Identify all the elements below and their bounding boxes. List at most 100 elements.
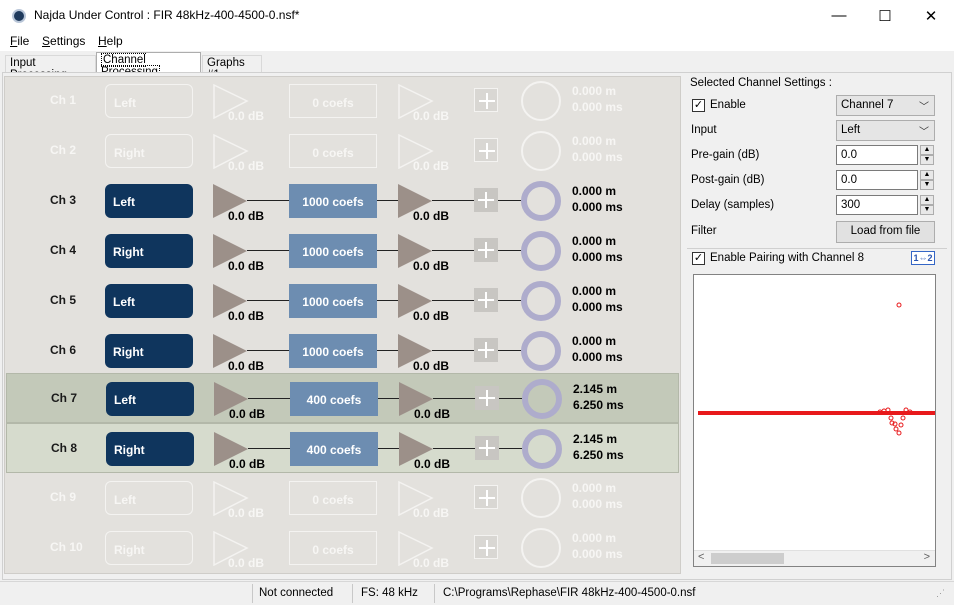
spin-up-icon[interactable]: ▲	[920, 145, 934, 155]
signal-line	[378, 448, 399, 449]
channel-input-button[interactable]: Right	[105, 134, 193, 168]
mix-add-icon[interactable]	[475, 436, 499, 460]
spin-down-icon[interactable]: ▼	[920, 180, 934, 190]
fir-filter-button[interactable]: 400 coefs	[290, 382, 378, 416]
postgain-amp-icon[interactable]	[398, 284, 432, 318]
postgain-value: 0.0 dB	[414, 407, 451, 421]
pregain-amp-icon[interactable]	[213, 334, 247, 368]
fir-filter-button[interactable]: 1000 coefs	[289, 234, 377, 268]
pairing-link-icon[interactable]: 1⇔2	[911, 251, 935, 265]
fir-filter-button[interactable]: 0 coefs	[289, 481, 377, 515]
signal-line	[378, 398, 399, 399]
filter-label: Filter	[691, 225, 717, 237]
pregain-amp-icon[interactable]	[213, 284, 247, 318]
channel-input-button[interactable]: Left	[106, 382, 194, 416]
maximize-button[interactable]: ☐	[878, 7, 892, 25]
pregain-spinner[interactable]: ▲▼	[920, 145, 934, 165]
channel-input-button[interactable]: Left	[105, 84, 193, 118]
signal-line	[377, 350, 398, 351]
mix-add-icon[interactable]	[475, 386, 499, 410]
fir-filter-button[interactable]: 0 coefs	[289, 531, 377, 565]
spin-up-icon[interactable]: ▲	[920, 195, 934, 205]
output-ring-icon[interactable]	[521, 181, 561, 221]
postgain-input[interactable]: 0.0	[836, 170, 918, 190]
spin-down-icon[interactable]: ▼	[920, 155, 934, 165]
scroll-thumb[interactable]	[711, 553, 784, 564]
channel-select[interactable]: Channel 7﹀	[836, 95, 935, 116]
menu-settings[interactable]: Settings	[42, 34, 85, 48]
delay-spinner[interactable]: ▲▼	[920, 195, 934, 215]
resize-grip-icon[interactable]: ⋰	[936, 588, 945, 598]
postgain-spinner[interactable]: ▲▼	[920, 170, 934, 190]
fir-filter-button[interactable]: 1000 coefs	[289, 184, 377, 218]
delay-input[interactable]: 300	[836, 195, 918, 215]
tab-channel-processing[interactable]: Channel Processing	[96, 52, 201, 79]
fir-filter-button[interactable]: 400 coefs	[290, 432, 378, 466]
tab-input-processing[interactable]: Input Processing	[5, 55, 96, 81]
enable-checkbox[interactable]: ✓	[692, 99, 705, 112]
channel-input-button[interactable]: Right	[105, 334, 193, 368]
fir-filter-button[interactable]: 1000 coefs	[289, 284, 377, 318]
pairing-checkbox[interactable]: ✓	[692, 252, 705, 265]
channel-input-button[interactable]: Left	[105, 284, 193, 318]
mix-add-icon[interactable]	[474, 288, 498, 312]
mix-add-icon[interactable]	[474, 238, 498, 262]
output-ring-icon[interactable]	[521, 231, 561, 271]
output-ring-icon[interactable]	[521, 131, 561, 171]
pregain-amp-icon[interactable]	[213, 234, 247, 268]
channel-input-button[interactable]: Left	[105, 481, 193, 515]
pregain-input[interactable]: 0.0	[836, 145, 918, 165]
postgain-amp-icon[interactable]	[398, 234, 432, 268]
tab-graphs-1[interactable]: Graphs #1	[202, 55, 262, 81]
mix-add-icon[interactable]	[474, 138, 498, 162]
graph-horizontal-scrollbar[interactable]: < >	[694, 550, 935, 566]
postgain-amp-icon[interactable]	[399, 432, 433, 466]
spin-down-icon[interactable]: ▼	[920, 205, 934, 215]
output-ring-icon[interactable]	[521, 81, 561, 121]
output-ring-icon[interactable]	[521, 331, 561, 371]
pregain-amp-icon[interactable]	[214, 432, 248, 466]
output-ring-icon[interactable]	[522, 379, 562, 419]
pregain-label: Pre-gain (dB)	[691, 149, 760, 161]
postgain-amp-icon[interactable]	[398, 184, 432, 218]
spin-up-icon[interactable]: ▲	[920, 170, 934, 180]
channel-input-button[interactable]: Left	[105, 184, 193, 218]
channel-input-button[interactable]: Right	[106, 432, 194, 466]
mix-add-icon[interactable]	[474, 88, 498, 112]
input-select[interactable]: Left﹀	[836, 120, 935, 141]
channel-input-button[interactable]: Right	[105, 531, 193, 565]
minimize-button[interactable]: —	[831, 7, 847, 24]
mix-add-icon[interactable]	[474, 188, 498, 212]
postgain-amp-icon[interactable]	[399, 382, 433, 416]
menu-file[interactable]: File	[10, 34, 29, 48]
output-ring-icon[interactable]	[522, 429, 562, 469]
menu-help[interactable]: Help	[98, 34, 123, 48]
output-ring-icon[interactable]	[521, 528, 561, 568]
mix-add-icon[interactable]	[474, 535, 498, 559]
scroll-left-icon[interactable]: <	[698, 551, 705, 563]
fir-filter-button[interactable]: 0 coefs	[289, 134, 377, 168]
pregain-amp-icon[interactable]	[214, 382, 248, 416]
scroll-right-icon[interactable]: >	[923, 551, 930, 563]
channel-input-button[interactable]: Right	[105, 234, 193, 268]
pregain-amp-icon[interactable]	[213, 184, 247, 218]
mix-add-icon[interactable]	[474, 485, 498, 509]
fir-filter-button[interactable]: 0 coefs	[289, 84, 377, 118]
output-ring-icon[interactable]	[521, 478, 561, 518]
close-button[interactable]: ✕	[924, 7, 938, 25]
fir-filter-button[interactable]: 1000 coefs	[289, 334, 377, 368]
mix-add-icon[interactable]	[474, 338, 498, 362]
load-from-file-button[interactable]: Load from file	[836, 221, 935, 243]
postgain-amp-icon[interactable]	[398, 334, 432, 368]
output-ring-icon[interactable]	[521, 281, 561, 321]
